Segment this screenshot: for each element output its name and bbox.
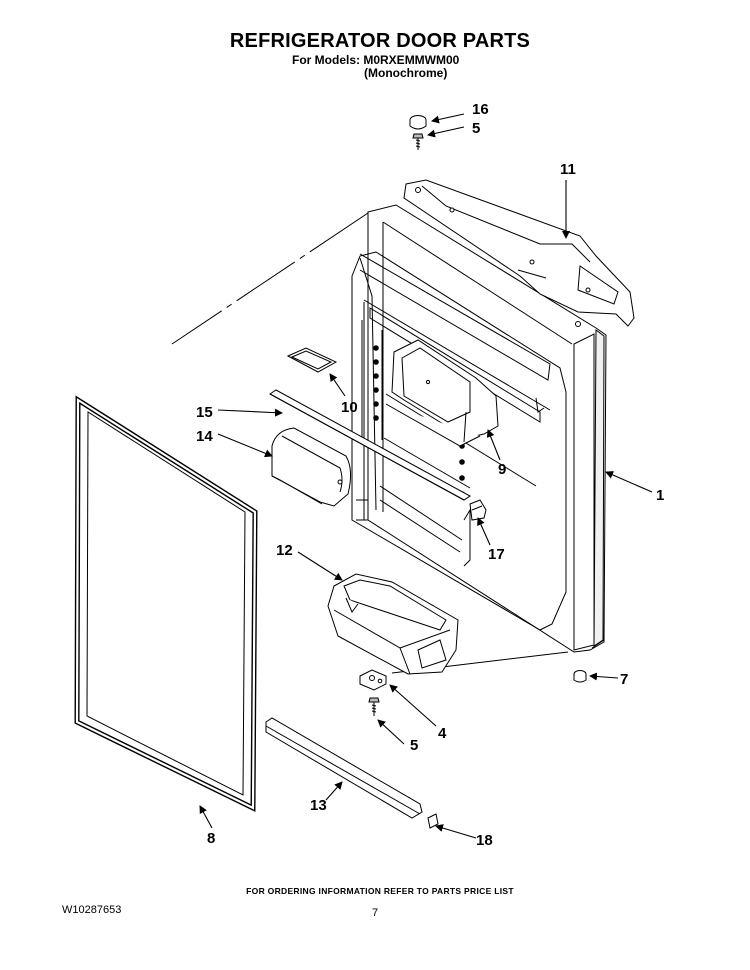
hinge-plug-and-screw (409, 115, 427, 150)
models-label: For Models: (292, 53, 360, 67)
shelf-trim-bar (269, 389, 471, 501)
utility-compartment (271, 427, 352, 507)
callout-label: 13 (310, 797, 327, 814)
callout-label: 17 (488, 546, 505, 563)
door-stop (469, 499, 487, 521)
leader-lines (199, 113, 653, 839)
callout-label: 1 (656, 487, 664, 504)
callout-label: 12 (276, 542, 293, 559)
callout-label: 9 (498, 461, 506, 478)
upper-door-bin (385, 339, 499, 447)
ordering-info-note: FOR ORDERING INFORMATION REFER TO PARTS … (246, 886, 514, 896)
callout-label: 5 (410, 737, 418, 754)
bottom-hinge (359, 669, 387, 691)
page-number: 7 (372, 907, 379, 919)
callout-label: 11 (560, 161, 576, 178)
callout-label: 18 (476, 832, 493, 849)
callout-label: 8 (207, 830, 215, 847)
model-variant: (Monochrome) (364, 66, 448, 80)
callout-label: 15 (196, 404, 213, 421)
hinge-bushing (573, 670, 587, 683)
callout-label: 14 (196, 428, 213, 445)
page-title: REFRIGERATOR DOOR PARTS (229, 30, 531, 52)
bottom-trim (265, 717, 423, 819)
hinge-screw (368, 697, 380, 716)
callout-label: 10 (341, 399, 358, 416)
models-line: For Models: M0RXEMMWM00 (Monochrome) (292, 54, 459, 80)
callout-label: 4 (438, 725, 447, 742)
callout-label: 16 (472, 101, 489, 118)
dairy-door-bin (286, 347, 338, 373)
door-gasket (74, 395, 258, 812)
lower-door-bin (327, 573, 459, 675)
callout-label: 7 (620, 671, 628, 688)
callout-labels: 16 5 11 10 15 14 9 1 17 12 7 4 5 13 8 18 (196, 101, 664, 849)
top-hinge-cover (403, 179, 635, 327)
document-number: W10287653 (62, 904, 122, 916)
model-number: M0RXEMMWM00 (363, 53, 460, 67)
callout-label: 5 (472, 120, 480, 137)
